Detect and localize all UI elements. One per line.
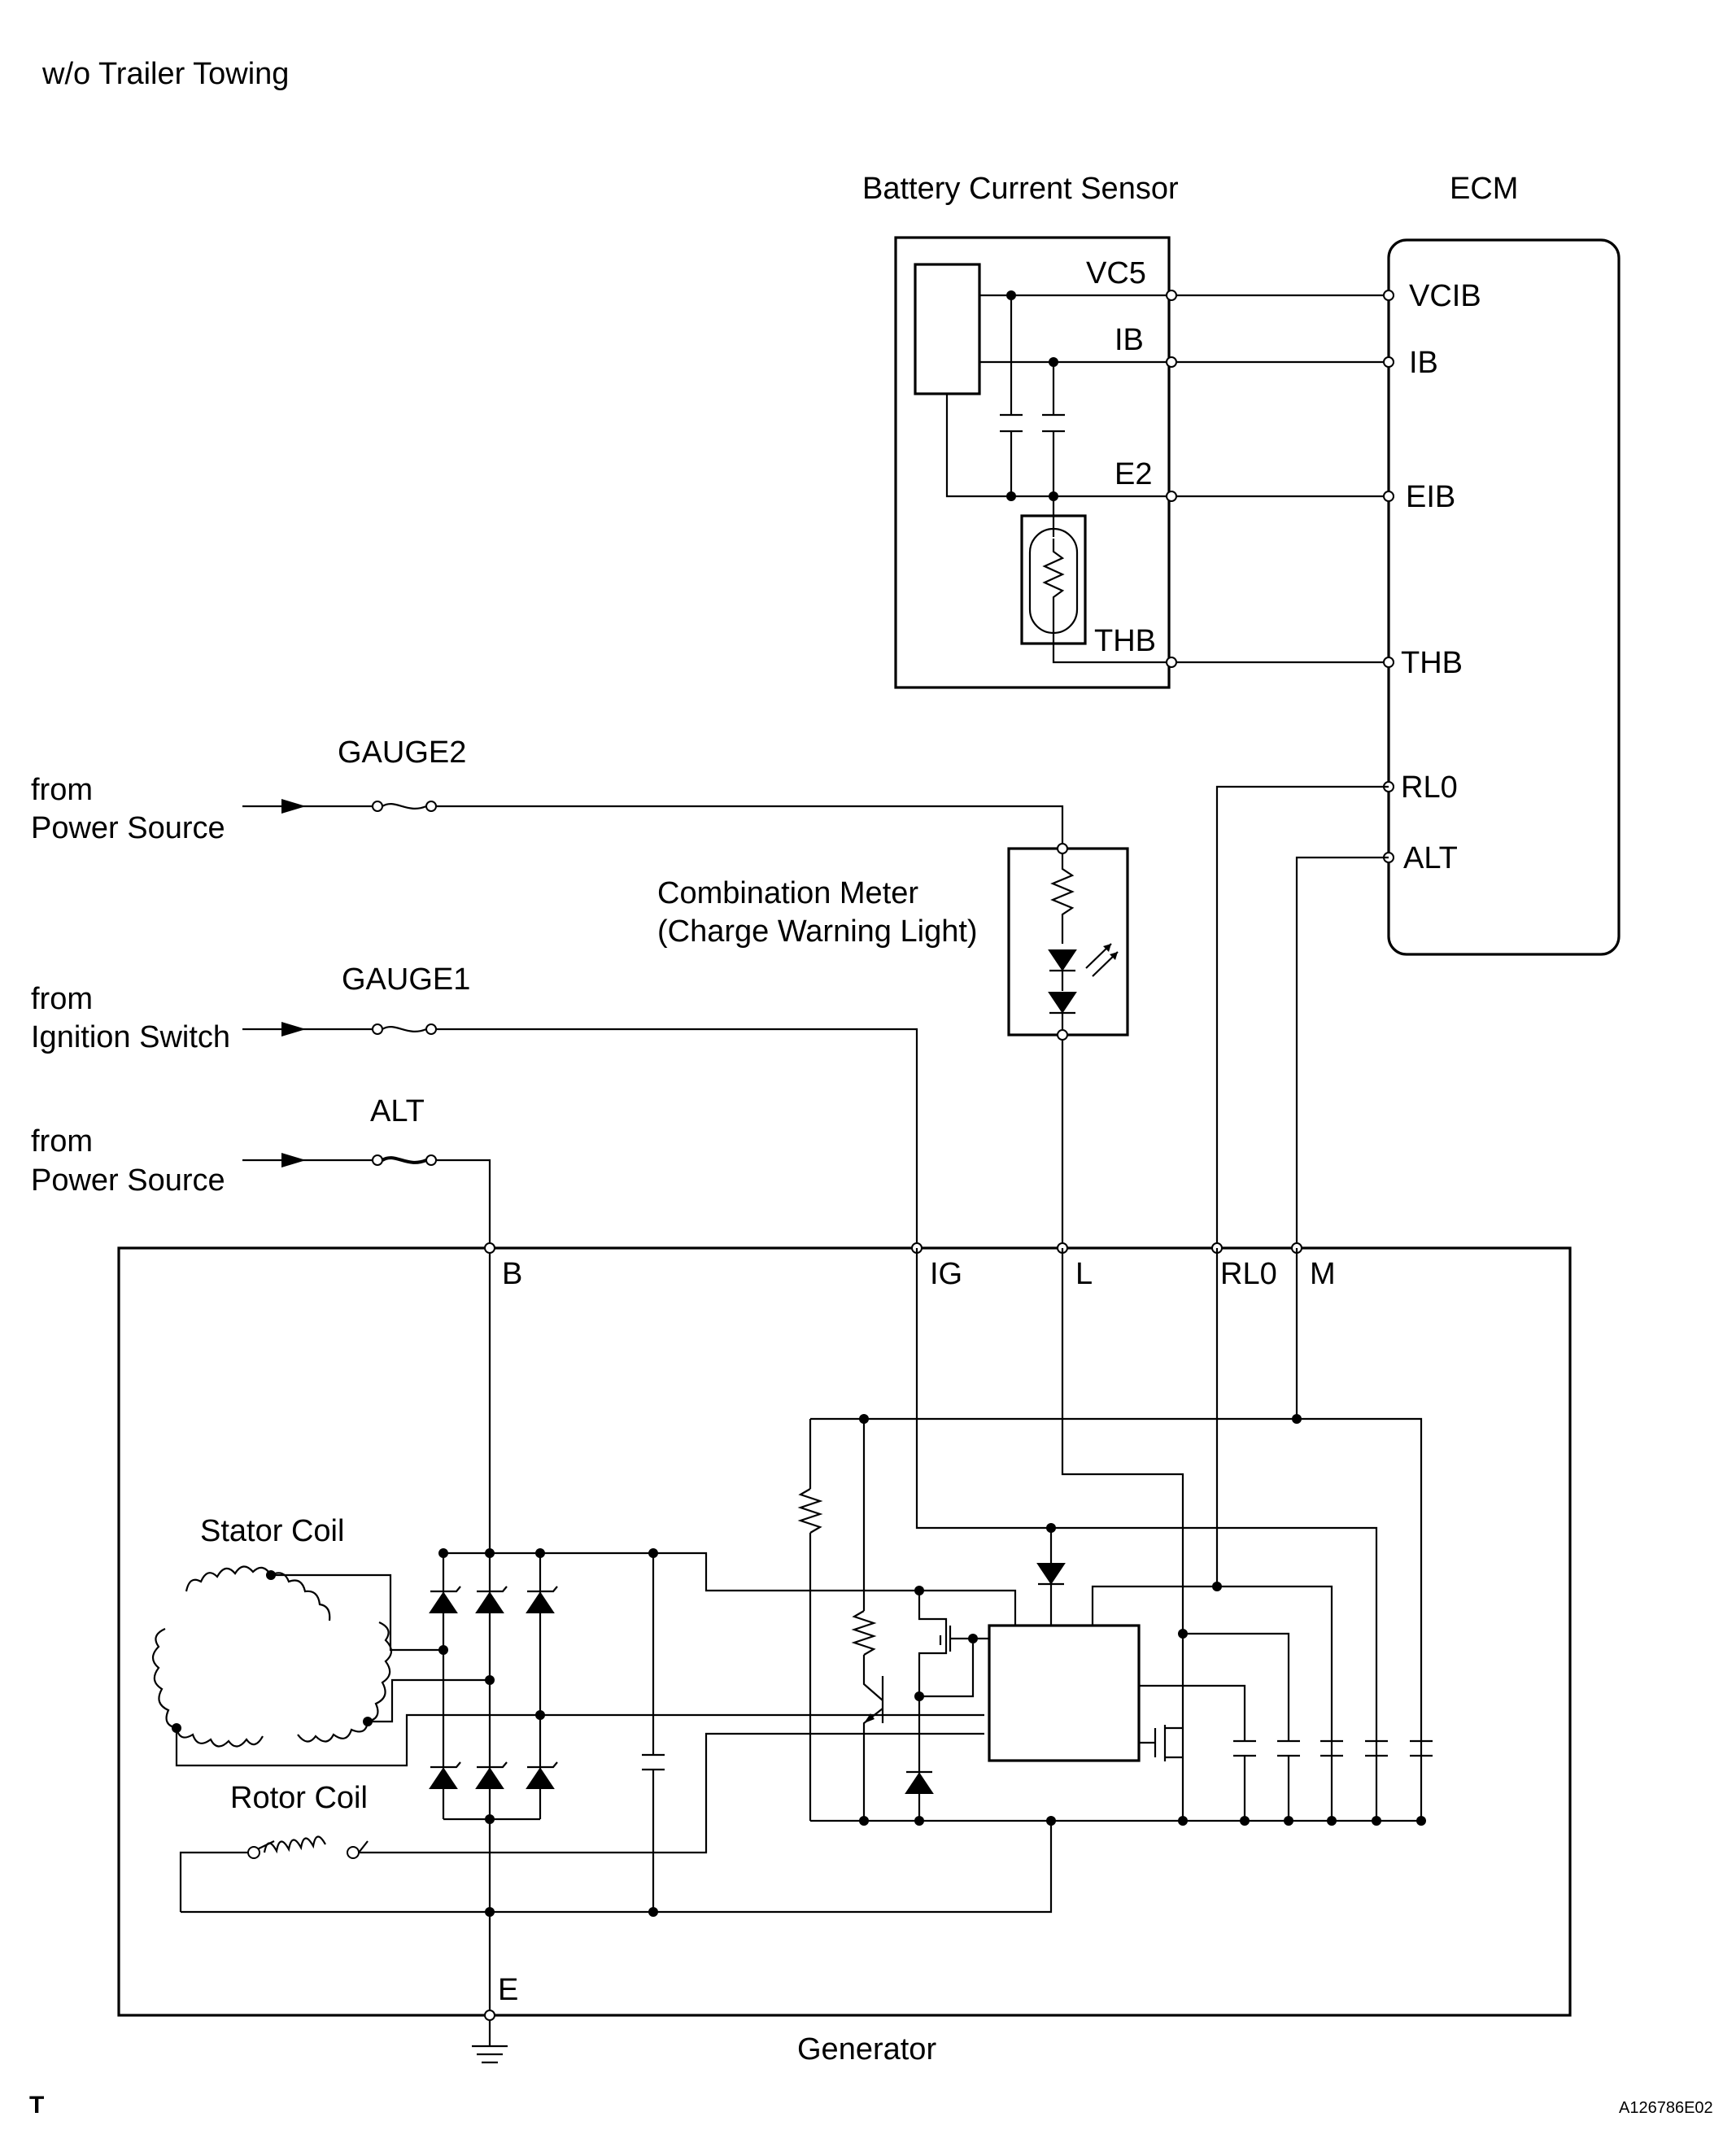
fuse-icon	[381, 1156, 427, 1164]
source-2-line1: from	[31, 982, 93, 1016]
source-2-line2: Ignition Switch	[31, 1020, 230, 1054]
generator-terminal-ig: IG	[930, 1257, 962, 1291]
arrow-icon	[281, 1022, 306, 1037]
stator-winding-2	[270, 1572, 331, 1621]
ecm-terminal-ib: IB	[1409, 346, 1438, 380]
source-ignition: from Ignition Switch GAUGE1	[31, 962, 470, 1054]
wire-alt-m	[1295, 856, 1389, 1248]
generator-terminal-l: L	[1075, 1257, 1093, 1291]
combination-meter: Combination Meter (Charge Warning Light)	[657, 843, 1129, 1041]
combination-meter-sublabel: (Charge Warning Light)	[657, 914, 978, 949]
battery-current-sensor: Battery Current Sensor VC5 IB E2 THB	[862, 172, 1179, 689]
fuse-gauge1-label: GAUGE1	[342, 962, 470, 997]
stator-winding-5	[175, 1727, 264, 1748]
sensor-element	[914, 263, 981, 395]
wire-thb-internal	[1052, 643, 1171, 664]
stator-winding-1	[185, 1565, 272, 1592]
wire-ground-bus	[181, 1821, 1053, 1914]
generator-terminal-rl0: RL0	[1220, 1257, 1277, 1291]
diode-icon	[905, 1772, 934, 1794]
stator-winding-6	[297, 1721, 369, 1743]
arrow-icon	[281, 1153, 306, 1167]
generator-box	[117, 1246, 1572, 2017]
fuse-alt	[309, 1154, 437, 1166]
capacitor-ib	[1042, 413, 1065, 433]
ecm: ECM VCIB IB EIB THB RL0 ALT	[1383, 172, 1620, 956]
generator-label: Generator	[797, 2032, 936, 2067]
source-1-line1: from	[31, 773, 93, 807]
ecm-terminal-rl0: RL0	[1401, 770, 1458, 805]
sensor-terminal-vc5: VC5	[1086, 256, 1146, 290]
diagram-title: w/o Trailer Towing	[41, 57, 289, 91]
fuse-gauge1	[309, 1023, 437, 1035]
wire-rl0	[1215, 785, 1389, 1248]
meter-resistor	[1050, 853, 1075, 944]
rotor-coil-label: Rotor Coil	[230, 1781, 368, 1815]
capacitor-vc5	[1000, 413, 1023, 433]
ground-icon	[472, 2020, 508, 2064]
stator-winding-4	[367, 1621, 393, 1723]
combination-meter-label: Combination Meter	[657, 876, 918, 910]
fuse-gauge2	[309, 801, 437, 812]
source-1-line2: Power Source	[31, 811, 225, 845]
rectifier-diode-upper	[429, 1586, 558, 1613]
sensor-terminal-e2: E2	[1114, 457, 1152, 491]
wire-gauge2-meter	[436, 805, 1064, 849]
corner-mark: T	[29, 2092, 44, 2119]
generator-terminal-e: E	[498, 1973, 518, 2007]
ecm-terminal-thb: THB	[1401, 646, 1463, 680]
sensor-terminal-ib: IB	[1114, 323, 1144, 357]
source-power-2: from Power Source ALT	[31, 1094, 425, 1198]
source-power-1: from Power Source GAUGE2	[31, 735, 466, 845]
diode-icon	[1036, 1563, 1066, 1585]
warning-light-led	[1048, 949, 1077, 971]
rotor-winding	[263, 1835, 326, 1854]
wire-gauge1-ig	[436, 1028, 918, 1248]
ecm-label: ECM	[1450, 172, 1518, 206]
stator-coil-label: Stator Coil	[200, 1514, 344, 1548]
rotor-coil	[247, 1835, 369, 1859]
fuse-icon	[382, 803, 427, 810]
ecm-box	[1387, 238, 1620, 956]
source-3-line2: Power Source	[31, 1163, 225, 1198]
arrow-icon	[281, 799, 306, 814]
battery-current-sensor-box	[894, 236, 1171, 689]
generator-terminal-b: B	[502, 1257, 522, 1291]
ecm-terminal-eib: EIB	[1406, 480, 1455, 514]
wire-e2-internal	[945, 394, 1171, 498]
battery-current-sensor-label: Battery Current Sensor	[862, 172, 1179, 206]
thermistor-resistor	[1042, 539, 1065, 643]
generator-terminal-m: M	[1310, 1257, 1336, 1291]
stator-winding-3	[151, 1627, 177, 1730]
fuse-gauge2-label: GAUGE2	[338, 735, 466, 770]
fuse-alt-label: ALT	[370, 1094, 425, 1128]
resistor-icon	[851, 1610, 877, 1656]
wire-alt-b	[436, 1159, 491, 1248]
capacitor-bank	[1233, 1739, 1433, 1757]
stator-coil	[151, 1565, 393, 1748]
fuse-icon	[382, 1026, 427, 1032]
ecm-terminal-alt: ALT	[1403, 841, 1458, 875]
figure-code: A126786E02	[1619, 2099, 1713, 2117]
generator: Generator B IG L RL0 M E Stator Coil	[117, 1242, 1572, 2067]
resistor-icon	[797, 1488, 823, 1534]
sensor-terminal-thb: THB	[1094, 624, 1156, 658]
voltage-regulator-ic	[988, 1624, 1141, 1762]
diode-icon	[1048, 992, 1077, 1014]
ecm-terminal-vcib: VCIB	[1409, 279, 1481, 313]
rectifier-diode-lower	[429, 1761, 558, 1789]
source-3-line1: from	[31, 1124, 93, 1159]
